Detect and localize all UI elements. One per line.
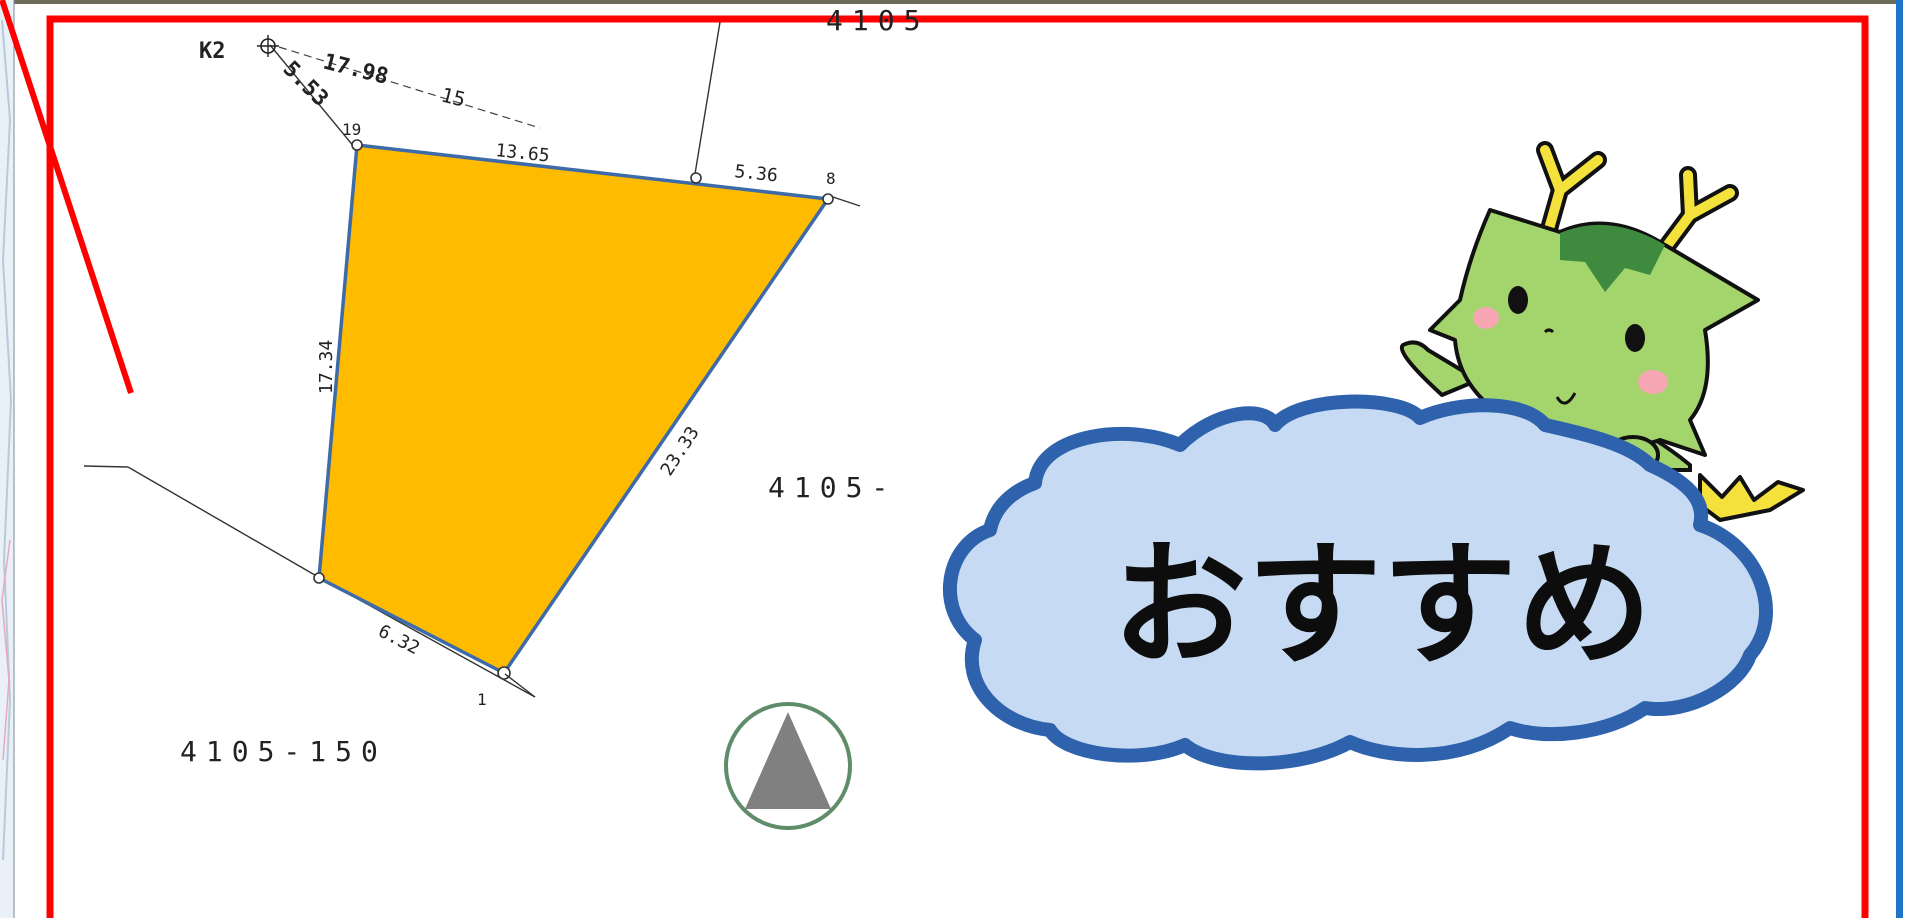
red-leader-line — [0, 0, 134, 394]
boundary-point — [313, 572, 325, 584]
point-label-8: 8 — [826, 169, 836, 188]
edge-length-top-right: 5.36 — [733, 161, 778, 186]
boundary-point — [690, 172, 702, 184]
right-edge-bar — [1896, 0, 1914, 918]
north-arrow-icon — [724, 702, 852, 830]
parcel-number-top: 4105 — [826, 4, 929, 37]
left-edge-photo — [0, 0, 15, 918]
red-frame — [46, 15, 1869, 918]
parcel-number-bottom-left: 4105-150 — [180, 735, 387, 768]
benchmark-label: K2 — [199, 39, 226, 64]
parcel-number-right: 4105- — [768, 471, 897, 504]
recommend-badge: おすすめ — [943, 394, 1773, 771]
boundary-point — [351, 139, 363, 151]
benchmark-distance-c: 15 — [439, 83, 468, 112]
edge-length-left: 17.34 — [316, 340, 337, 394]
top-photo-strip — [0, 0, 1914, 4]
boundary-point — [822, 193, 834, 205]
point-label-1: 1 — [477, 690, 487, 709]
point-label-19: 19 — [342, 120, 361, 139]
recommend-text: おすすめ — [1112, 527, 1652, 684]
